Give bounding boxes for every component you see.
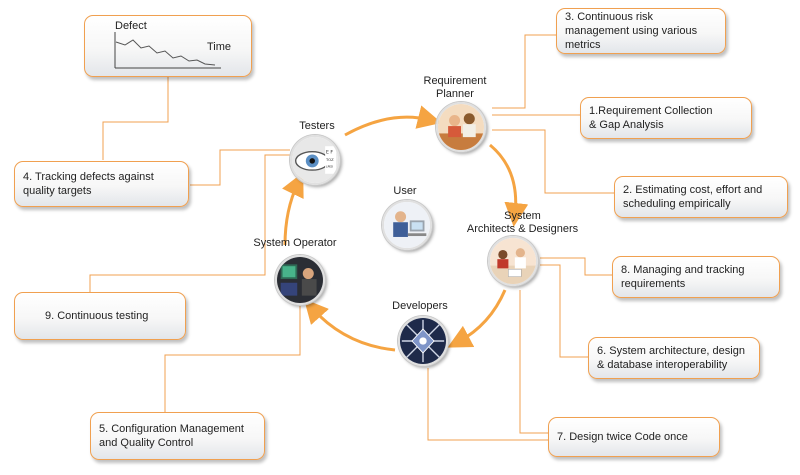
role-label-system-architects: System Architects & Designers [466, 210, 579, 235]
eye-icon: E F TOZ LPED [292, 137, 338, 183]
arrow-developers-to-operator [304, 299, 396, 352]
arrow-testers-to-planner [344, 105, 442, 137]
step-7-label: 7. Design twice Code once [557, 431, 688, 443]
connector-testers-step4 [190, 149, 290, 186]
svg-text:LPED: LPED [326, 164, 333, 168]
role-label-user: User [393, 185, 417, 197]
step-6-box: 6. System architecture, design & databas… [588, 337, 760, 379]
svg-text:TOZ: TOZ [325, 158, 334, 162]
step-6-label: 6. System architecture, design & databas… [597, 345, 745, 371]
role-label-developers: Developers [392, 300, 448, 312]
requirement-planner-node [436, 102, 486, 152]
connector-planner-step3 [492, 34, 557, 109]
role-label-requirement-planner: Requirement Planner [423, 75, 487, 100]
step-2-label: 2. Estimating cost, effort and schedulin… [623, 184, 763, 210]
chart-ylabel: Defect [115, 20, 147, 32]
step-4-label: 4. Tracking defects against quality targ… [23, 171, 154, 197]
step-8-box: 8. Managing and tracking requirements [612, 256, 780, 298]
role-label-testers: Testers [299, 120, 335, 132]
step-4-box: 4. Tracking defects against quality targ… [14, 161, 189, 207]
connector-planner-step2 [492, 129, 615, 194]
arrow-architects-to-developers [447, 289, 507, 348]
defect-trend-box: Defect Time [84, 15, 252, 77]
developers-node [398, 316, 448, 366]
cycle-arrows [281, 105, 529, 352]
chart-xlabel: Time [207, 41, 232, 53]
step-5-box: 5. Configuration Management and Quality … [90, 412, 265, 460]
step-1-box: 1.Requirement Collection & Gap Analysis [580, 97, 752, 139]
arrow-planner-to-architects [489, 143, 529, 227]
step-3-box: 3. Continuous risk management using vari… [556, 8, 726, 54]
step-5-label: 5. Configuration Management and Quality … [99, 423, 244, 449]
svg-text:E F: E F [326, 150, 333, 156]
connector-operator-step5 [164, 300, 301, 412]
step-8-label: 8. Managing and tracking requirements [621, 264, 745, 290]
design-team-icon [490, 238, 536, 284]
connector-architects-step6 [540, 264, 588, 358]
step-9-box: 9. Continuous testing [14, 292, 186, 340]
step-2-box: 2. Estimating cost, effort and schedulin… [614, 176, 788, 218]
step-1-label: 1.Requirement Collection & Gap Analysis [589, 105, 713, 131]
connector-architects-step7 [519, 290, 548, 434]
role-label-system-operator: System Operator [253, 237, 337, 249]
step-9-label: 9. Continuous testing [45, 310, 149, 322]
meeting-people-icon [438, 104, 484, 150]
connector-chart-step4 [102, 76, 169, 160]
step-3-label: 3. Continuous risk management using vari… [565, 11, 698, 51]
system-architects-node [488, 236, 538, 286]
step-7-box: 7. Design twice Code once [548, 417, 720, 457]
user-at-computer-icon [384, 202, 430, 248]
operator-console-icon [277, 257, 323, 303]
user-node [382, 200, 432, 250]
system-operator-node [275, 255, 325, 305]
connector-developers-step7 [427, 368, 548, 441]
connector-testers-step9 [89, 154, 295, 292]
defect-trend-chart [114, 32, 221, 69]
arrow-operator-to-testers [281, 172, 304, 246]
testers-node: E F TOZ LPED [290, 135, 340, 185]
connector-lines [89, 34, 615, 441]
defect-trend-line [115, 39, 216, 66]
connector-architects-step8 [540, 257, 612, 276]
developer-network-icon [400, 318, 446, 364]
